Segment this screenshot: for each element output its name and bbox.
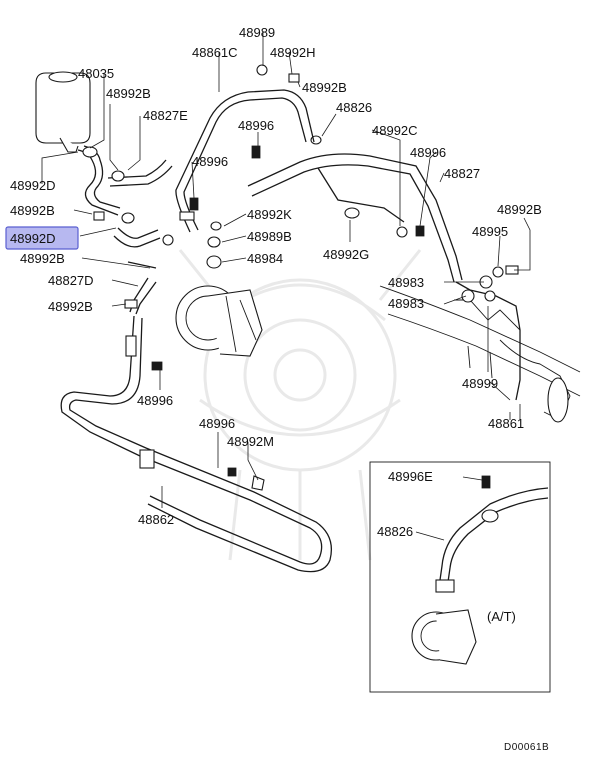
callout-48989B[interactable]: 48989B <box>247 229 292 244</box>
callout-48827E[interactable]: 48827E <box>143 108 188 123</box>
bolts-fittings <box>125 145 519 491</box>
callout-48989[interactable]: 48989 <box>239 25 275 40</box>
callout-48992G[interactable]: 48992G <box>323 247 369 262</box>
callout-48996[interactable]: 48996 <box>137 393 173 408</box>
callout-48992B[interactable]: 48992B <box>497 202 542 217</box>
reservoir-tank <box>35 71 91 153</box>
callout-48035[interactable]: 48035 <box>78 66 114 81</box>
callout-48992C[interactable]: 48992C <box>372 123 418 138</box>
callout-48996[interactable]: 48996 <box>238 118 274 133</box>
return-pipe-48862 <box>60 281 521 573</box>
callout-48995[interactable]: 48995 <box>472 224 508 239</box>
callout-48861C[interactable]: 48861C <box>192 45 238 60</box>
callout-labels: 48035 48992B 48827E 48992D 48992B 48992D… <box>10 25 549 753</box>
callout-48983[interactable]: 48983 <box>388 275 424 290</box>
callout-48983[interactable]: 48983 <box>388 296 424 311</box>
diagram-code: D00061B <box>504 742 549 753</box>
callout-48992B[interactable]: 48992B <box>48 299 93 314</box>
inset-box-at <box>369 461 551 693</box>
leader-lines <box>41 32 531 508</box>
callout-48992H[interactable]: 48992H <box>270 45 316 60</box>
suction-hose-48827D <box>113 227 161 315</box>
callout-48992B[interactable]: 48992B <box>10 203 55 218</box>
callout-48992M[interactable]: 48992M <box>227 434 274 449</box>
callout-48862[interactable]: 48862 <box>138 512 174 527</box>
callout-48984[interactable]: 48984 <box>247 251 283 266</box>
steering-pump <box>175 285 263 357</box>
callout-48861[interactable]: 48861 <box>488 416 524 431</box>
callout-48992D[interactable]: 48992D <box>10 178 56 193</box>
callout-48827D[interactable]: 48827D <box>48 273 94 288</box>
callout-48827[interactable]: 48827 <box>444 166 480 181</box>
callout-48996[interactable]: 48996 <box>192 154 228 169</box>
highlight-box <box>5 226 79 250</box>
watermark-emblem <box>178 249 422 561</box>
inset-label-at: (A/T) <box>487 609 516 624</box>
callout-48992B[interactable]: 48992B <box>20 251 65 266</box>
callout-48992D-highlighted[interactable]: 48992D <box>10 231 56 246</box>
callout-48992B[interactable]: 48992B <box>302 80 347 95</box>
callout-48992B[interactable]: 48992B <box>106 86 151 101</box>
callout-48999[interactable]: 48999 <box>462 376 498 391</box>
pressure-pipe-48861C <box>175 89 315 233</box>
callout-48826[interactable]: 48826 <box>336 100 372 115</box>
callout-48996[interactable]: 48996 <box>410 145 446 160</box>
callout-48826[interactable]: 48826 <box>377 524 413 539</box>
callout-48996E[interactable]: 48996E <box>388 469 433 484</box>
callout-48996[interactable]: 48996 <box>199 416 235 431</box>
hose-clamps <box>82 64 408 309</box>
pressure-hose-48826 <box>247 153 463 283</box>
callout-48992K[interactable]: 48992K <box>247 207 292 222</box>
